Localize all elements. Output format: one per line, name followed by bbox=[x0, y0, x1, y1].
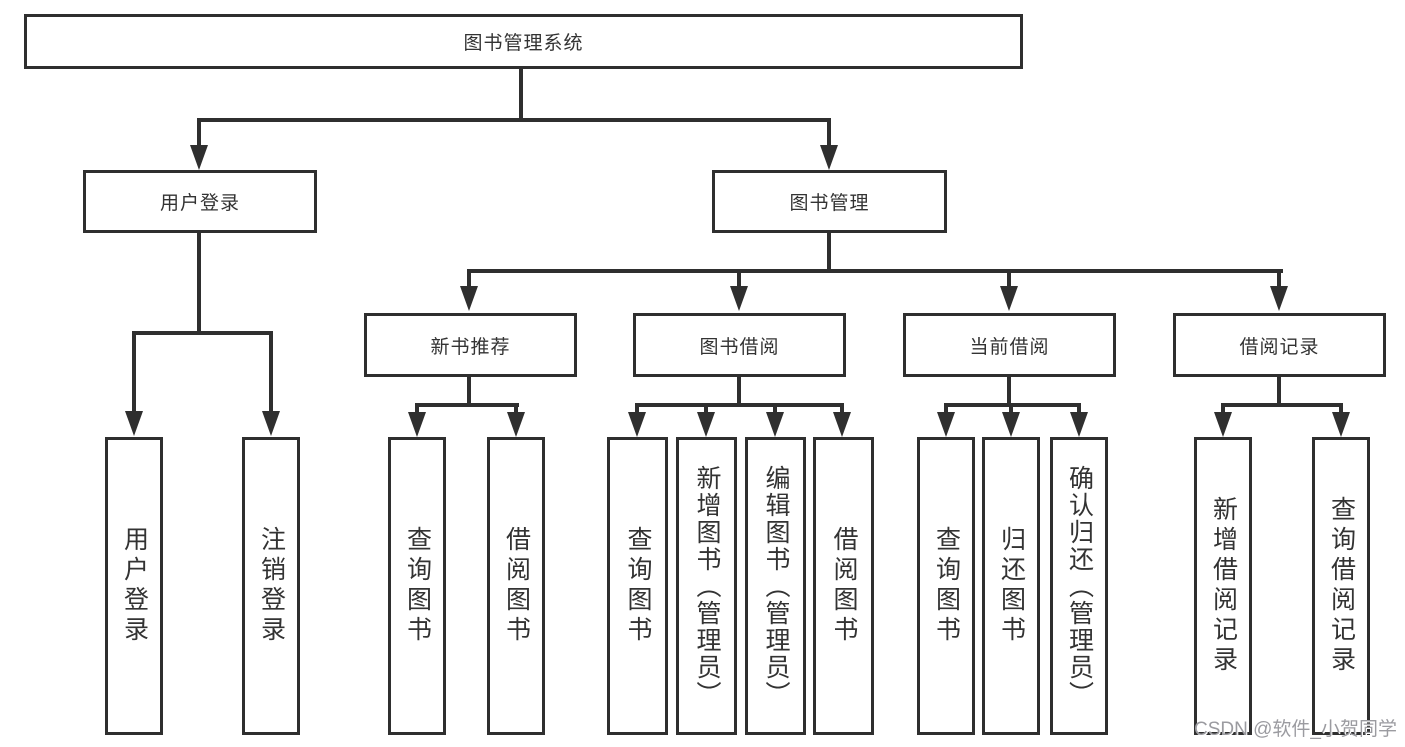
node-label: 当前借阅 bbox=[969, 336, 1050, 358]
connector-line bbox=[467, 271, 471, 287]
arrow-down-icon bbox=[1214, 412, 1232, 437]
connector-line bbox=[415, 405, 419, 415]
connector-line bbox=[737, 271, 741, 287]
node-label: 归还图书 bbox=[997, 526, 1026, 646]
connector-line bbox=[635, 403, 844, 407]
connector-line bbox=[773, 405, 777, 415]
node-current-borrowing: 当前借阅 bbox=[903, 313, 1116, 377]
connector-line bbox=[1221, 405, 1225, 415]
connector-line bbox=[840, 405, 844, 415]
node-label: 借阅图书 bbox=[502, 526, 531, 646]
connector-line bbox=[1007, 377, 1011, 405]
connector-line bbox=[197, 118, 831, 122]
arrow-down-icon bbox=[1332, 412, 1350, 437]
leaf-borrowing-query-books: 查询图书 bbox=[607, 437, 668, 735]
connector-line bbox=[467, 269, 1283, 273]
arrow-down-icon bbox=[937, 412, 955, 437]
leaf-current-confirm-return-admin: 确认归还（管理员） bbox=[1050, 437, 1108, 735]
arrow-down-icon bbox=[766, 412, 784, 437]
node-borrowing-records: 借阅记录 bbox=[1173, 313, 1386, 377]
leaf-user-login: 用户登录 bbox=[105, 437, 163, 735]
connector-line bbox=[737, 377, 741, 405]
connector-line bbox=[1009, 405, 1013, 415]
leaf-records-query-borrow-record: 查询借阅记录 bbox=[1312, 437, 1370, 735]
connector-line bbox=[132, 333, 136, 413]
node-label: 用户登录 bbox=[159, 193, 240, 214]
arrow-down-icon bbox=[1002, 412, 1020, 437]
leaf-current-return-books: 归还图书 bbox=[982, 437, 1040, 735]
node-label: 图书管理系统 bbox=[463, 33, 584, 54]
node-label: 查询借阅记录 bbox=[1327, 496, 1356, 676]
node-library-management-system: 图书管理系统 bbox=[24, 14, 1023, 69]
leaf-borrowing-edit-books-admin: 编辑图书（管理员） bbox=[745, 437, 806, 735]
node-book-borrowing: 图书借阅 bbox=[633, 313, 846, 377]
connector-line bbox=[1077, 405, 1081, 415]
csdn-watermark: CSDN @软件_小贺同学 bbox=[1194, 719, 1397, 740]
node-label: 注销登录 bbox=[257, 526, 286, 646]
connector-line bbox=[514, 405, 518, 415]
node-label: 图书管理 bbox=[789, 193, 870, 214]
connector-line bbox=[197, 120, 201, 148]
connector-line bbox=[132, 331, 273, 335]
node-label: 确认归还（管理员） bbox=[1065, 464, 1094, 708]
connector-line bbox=[1277, 377, 1281, 405]
node-new-book-recommendation: 新书推荐 bbox=[364, 313, 577, 377]
node-label: 查询图书 bbox=[932, 526, 961, 646]
arrow-down-icon bbox=[190, 145, 208, 170]
leaf-current-query-books: 查询图书 bbox=[917, 437, 975, 735]
arrow-down-icon bbox=[697, 412, 715, 437]
leaf-records-add-borrow-record: 新增借阅记录 bbox=[1194, 437, 1252, 735]
node-label: 用户登录 bbox=[120, 526, 149, 646]
leaf-borrowing-borrow-books: 借阅图书 bbox=[813, 437, 874, 735]
leaf-recommend-query-books: 查询图书 bbox=[388, 437, 446, 735]
connector-line bbox=[944, 405, 948, 415]
arrow-down-icon bbox=[460, 286, 478, 311]
connector-line bbox=[467, 377, 471, 405]
node-user-login: 用户登录 bbox=[83, 170, 317, 233]
node-label: 查询图书 bbox=[624, 526, 652, 646]
node-label: 新书推荐 bbox=[430, 336, 511, 358]
arrow-down-icon bbox=[628, 412, 646, 437]
leaf-recommend-borrow-books: 借阅图书 bbox=[487, 437, 545, 735]
connector-line bbox=[827, 120, 831, 148]
connector-line bbox=[1277, 271, 1281, 287]
leaf-logout: 注销登录 bbox=[242, 437, 300, 735]
arrow-down-icon bbox=[833, 412, 851, 437]
arrow-down-icon bbox=[1070, 412, 1088, 437]
connector-line bbox=[1221, 403, 1343, 407]
node-book-management: 图书管理 bbox=[712, 170, 947, 233]
arrow-down-icon bbox=[1000, 286, 1018, 311]
node-label: 查询图书 bbox=[403, 526, 432, 646]
arrow-down-icon bbox=[730, 286, 748, 311]
arrow-down-icon bbox=[262, 411, 280, 436]
node-label: 借阅记录 bbox=[1239, 336, 1320, 358]
node-label: 编辑图书（管理员） bbox=[762, 464, 790, 708]
arrow-down-icon bbox=[408, 412, 426, 437]
node-label: 图书借阅 bbox=[699, 336, 780, 358]
connector-line bbox=[704, 405, 708, 415]
arrow-down-icon bbox=[507, 412, 525, 437]
node-label: 新增图书（管理员） bbox=[693, 464, 721, 708]
connector-line bbox=[1339, 405, 1343, 415]
connector-line bbox=[197, 233, 201, 333]
node-label: 新增借阅记录 bbox=[1209, 496, 1238, 676]
connector-line bbox=[635, 405, 639, 415]
connector-line bbox=[415, 403, 519, 407]
node-label: 借阅图书 bbox=[830, 526, 858, 646]
connector-line bbox=[827, 233, 831, 271]
leaf-borrowing-add-books-admin: 新增图书（管理员） bbox=[676, 437, 737, 735]
arrow-down-icon bbox=[1270, 286, 1288, 311]
arrow-down-icon bbox=[125, 411, 143, 436]
arrow-down-icon bbox=[820, 145, 838, 170]
connector-line bbox=[1007, 271, 1011, 287]
connector-line bbox=[269, 333, 273, 413]
connector-line bbox=[519, 69, 523, 120]
